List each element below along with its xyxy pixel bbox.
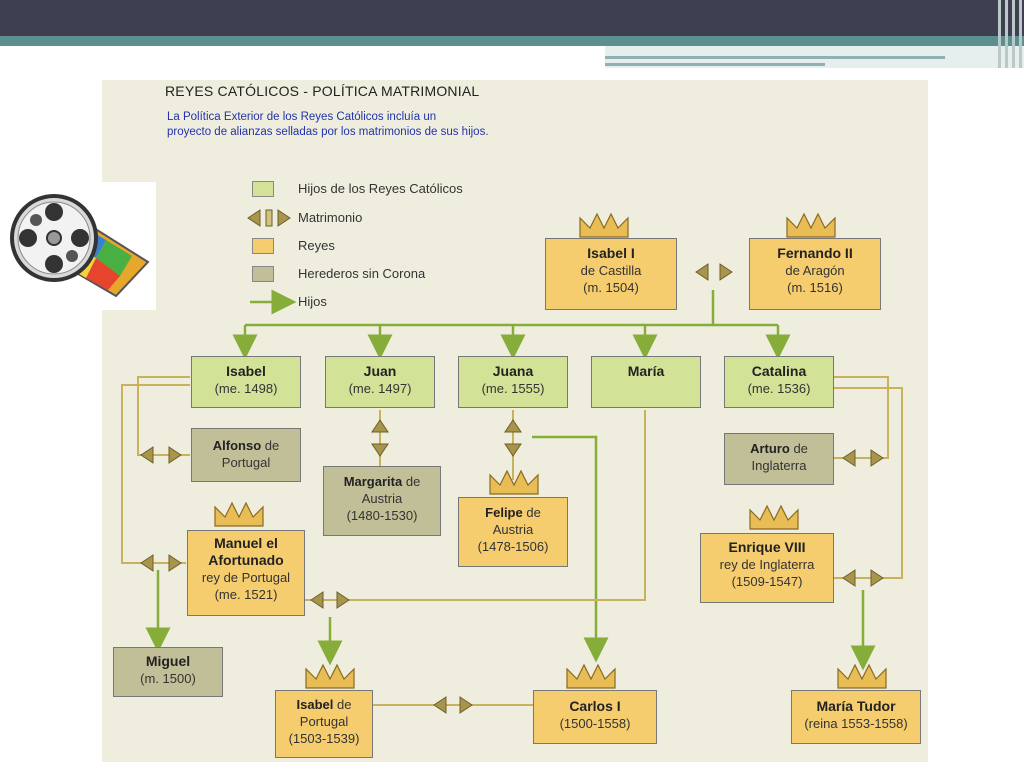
node-manuel: Manuel el Afortunado rey de Portugal (me… (187, 530, 305, 616)
description-line-1: La Política Exterior de los Reyes Católi… (167, 111, 437, 123)
node-isabel: Isabel (me. 1498) (191, 356, 301, 408)
node-isabel-de-portugal: Isabel de Portugal (1503-1539) (275, 690, 373, 758)
legend-label-reyes: Reyes (298, 238, 335, 253)
node-maria-tudor: María Tudor (reina 1553-1558) (791, 690, 921, 744)
node-felipe: Felipe de Austria (1478-1506) (458, 497, 568, 567)
legend-swatch-herederos (252, 266, 274, 282)
node-isabel-i: Isabel I de Castilla (m. 1504) (545, 238, 677, 310)
node-juan: Juan (me. 1497) (325, 356, 435, 408)
legend-label-hijos: Hijos (298, 294, 327, 309)
diagram-title: REYES CATÓLICOS - POLÍTICA MATRIMONIAL (165, 83, 480, 99)
node-juana: Juana (me. 1555) (458, 356, 568, 408)
diagram-description: La Política Exterior de los Reyes Católi… (167, 110, 587, 140)
slide-corner-bars (996, 0, 1024, 68)
node-fernando-ii: Fernando II de Aragón (m. 1516) (749, 238, 881, 310)
node-carlos-i: Carlos I (1500-1558) (533, 690, 657, 744)
node-catalina: Catalina (me. 1536) (724, 356, 834, 408)
node-miguel: Miguel (m. 1500) (113, 647, 223, 697)
node-arturo: Arturo de Inglaterra (724, 433, 834, 485)
node-alfonso: Alfonso de Portugal (191, 428, 301, 482)
legend-swatch-hijos-reyes (252, 181, 274, 197)
description-line-2: proyecto de alianzas selladas por los ma… (167, 126, 489, 138)
slide-accent-stripe (0, 36, 1024, 46)
node-enrique-viii: Enrique VIII rey de Inglaterra (1509-154… (700, 533, 834, 603)
slide-accent-stripe-light (605, 46, 1024, 68)
film-reel-icon[interactable] (0, 182, 156, 310)
slide-top-bar (0, 0, 1024, 36)
legend-label-matrimonio: Matrimonio (298, 210, 363, 225)
diagram-panel (102, 80, 928, 762)
legend-swatch-reyes (252, 238, 274, 254)
node-maria: María (591, 356, 701, 408)
legend-label-hijos-reyes: Hijos de los Reyes Católicos (298, 181, 463, 196)
node-margarita: Margarita de Austria (1480-1530) (323, 466, 441, 536)
legend-label-herederos: Herederos sin Corona (298, 266, 426, 281)
